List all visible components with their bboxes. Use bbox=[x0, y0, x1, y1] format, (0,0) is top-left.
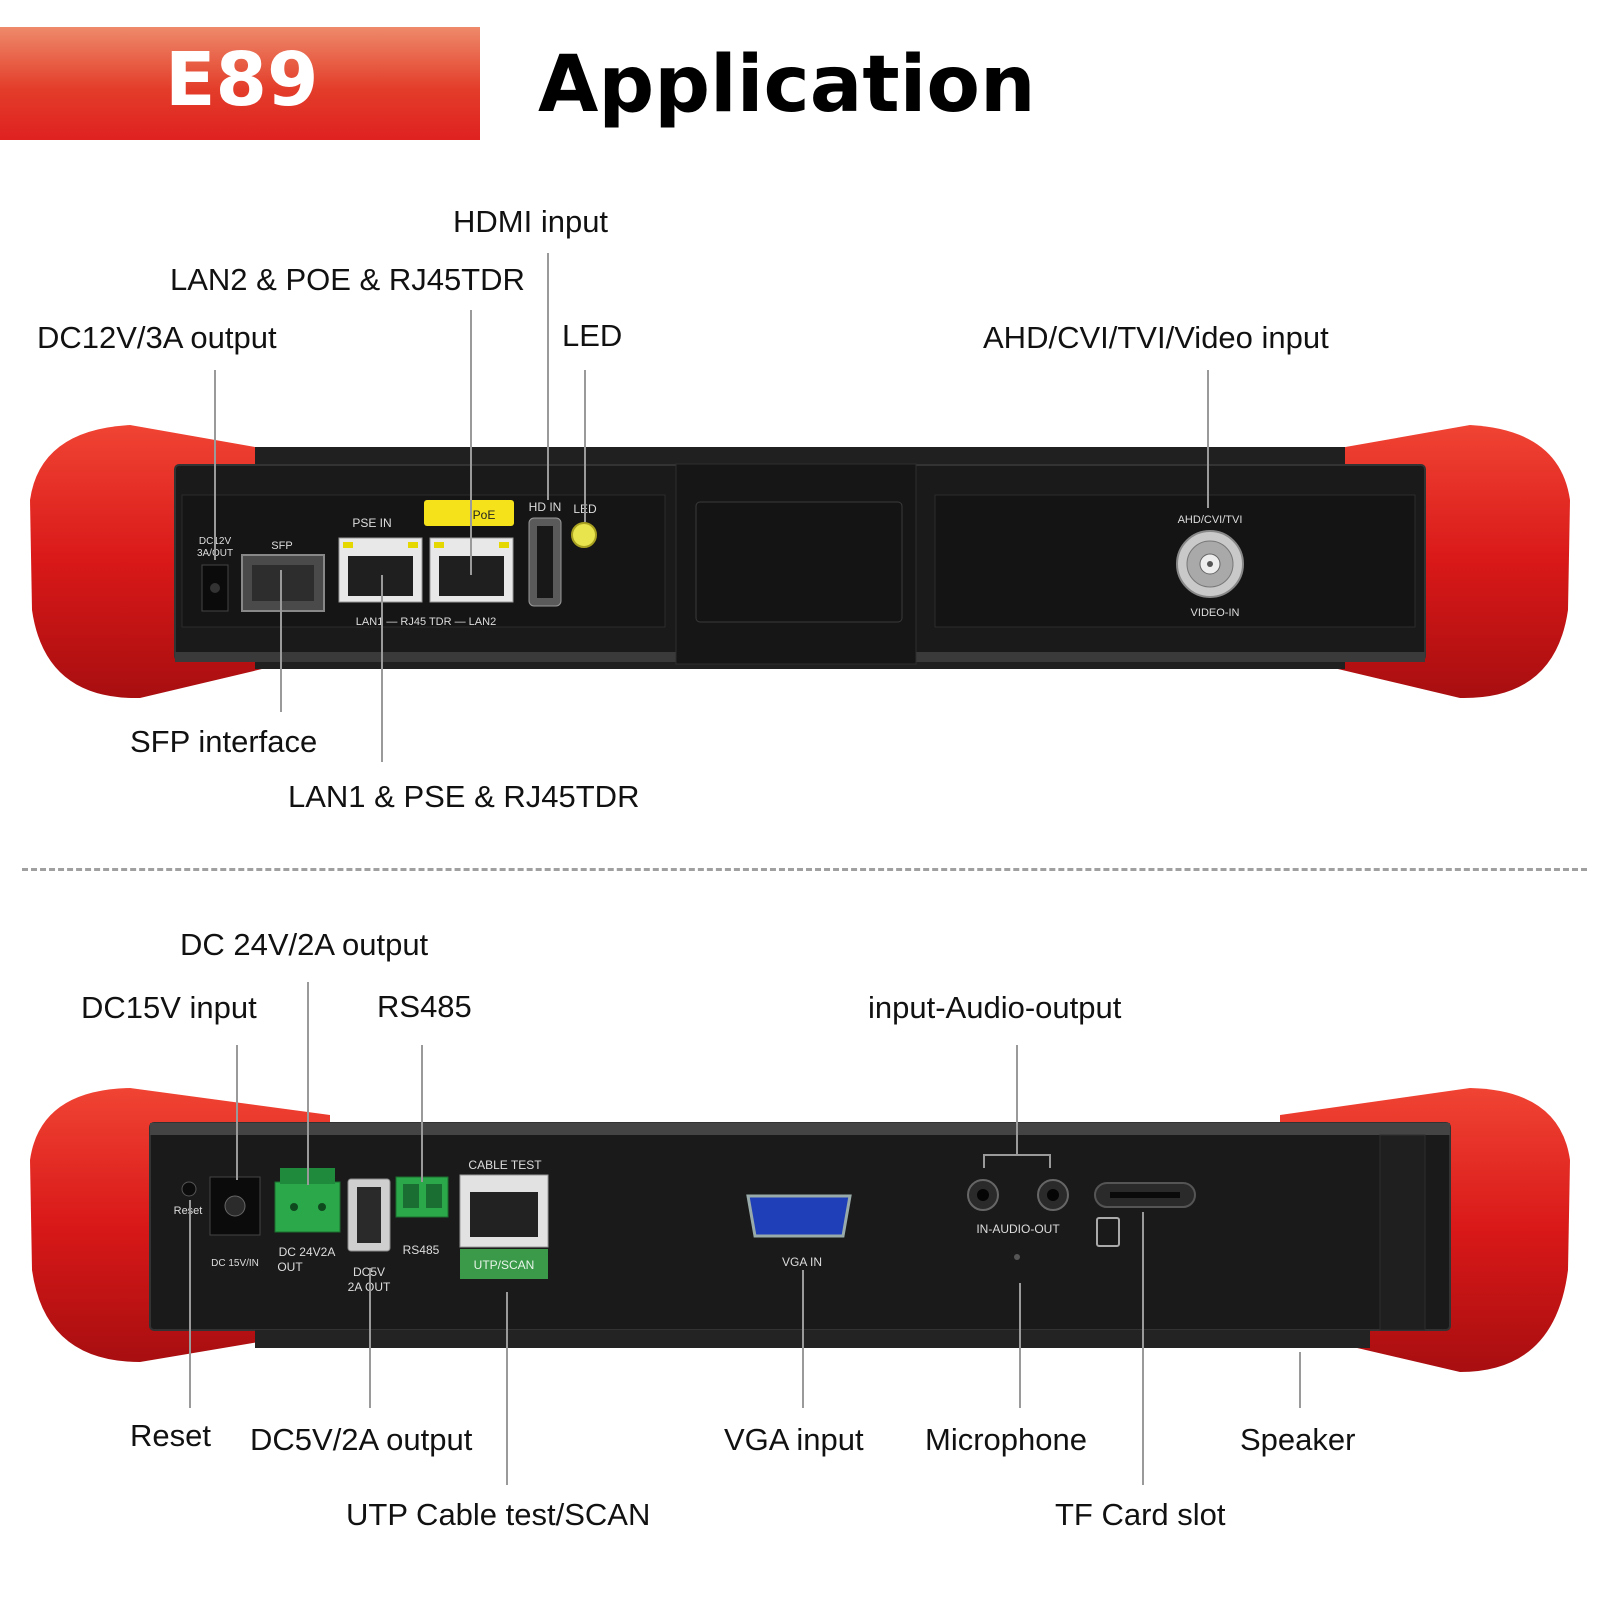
panel-text-video-in: VIDEO-IN bbox=[1191, 607, 1240, 619]
top-device-diagram: DC12V 3A/OUT SFP PSE IN PoE HD IN LED LA… bbox=[30, 253, 1570, 762]
panel-text-rs485: RS485 bbox=[403, 1243, 440, 1257]
label-dc12v: DC12V/3A output bbox=[37, 320, 277, 355]
label-led: LED bbox=[562, 318, 623, 353]
label-ahd: AHD/CVI/TVI/Video input bbox=[983, 320, 1329, 355]
label-sfp: SFP interface bbox=[130, 724, 318, 759]
utp-scan-badge bbox=[460, 1249, 548, 1279]
bottom-leader-lines bbox=[189, 982, 1301, 1485]
section-divider bbox=[22, 868, 1587, 871]
label-tf-card: TF Card slot bbox=[1055, 1497, 1226, 1532]
panel-text-lan-row: LAN1 — RJ45 TDR — LAN2 bbox=[356, 616, 496, 628]
label-hdmi-input: HDMI input bbox=[453, 204, 609, 239]
model-banner bbox=[0, 27, 480, 140]
panel-text-poe: PoE bbox=[473, 508, 496, 522]
panel-text-ahd: AHD/CVI/TVI bbox=[1178, 514, 1243, 526]
label-dc24v: DC 24V/2A output bbox=[180, 927, 429, 962]
label-dc5v: DC5V/2A output bbox=[250, 1422, 473, 1457]
panel-text-hd-in: HD IN bbox=[529, 500, 562, 514]
label-utp: UTP Cable test/SCAN bbox=[346, 1497, 651, 1532]
label-speaker: Speaker bbox=[1240, 1422, 1356, 1457]
vga-port bbox=[746, 1194, 852, 1238]
panel-text-pse-in: PSE IN bbox=[352, 516, 391, 530]
bottom-device-diagram: Reset DC 15V/IN DC 24V2A OUT DC5V 2A OUT… bbox=[30, 982, 1570, 1485]
label-vga: VGA input bbox=[724, 1422, 864, 1457]
label-audio: input-Audio-output bbox=[868, 990, 1122, 1025]
panel-text-vga-in: VGA IN bbox=[782, 1255, 822, 1269]
led-indicator bbox=[571, 522, 597, 548]
dc24v-terminal bbox=[274, 1181, 341, 1233]
label-lan2: LAN2 & POE & RJ45TDR bbox=[170, 262, 525, 297]
panel-text-sfp: SFP bbox=[271, 540, 292, 552]
label-dc15v: DC15V input bbox=[81, 990, 257, 1025]
label-rs485: RS485 bbox=[377, 989, 472, 1024]
panel-text-dc15: DC 15V/IN bbox=[211, 1258, 259, 1269]
label-microphone: Microphone bbox=[925, 1422, 1087, 1457]
panel-text-reset: Reset bbox=[174, 1205, 203, 1217]
panel-text-dc24-2: OUT bbox=[277, 1260, 303, 1274]
model-name: E89 bbox=[165, 37, 319, 123]
poe-badge bbox=[424, 500, 514, 526]
page-title: Application bbox=[538, 40, 1036, 130]
panel-text-cable-test: CABLE TEST bbox=[468, 1158, 542, 1172]
microphone-hole bbox=[1014, 1254, 1020, 1260]
label-lan1: LAN1 & PSE & RJ45TDR bbox=[288, 779, 640, 814]
panel-text-utp-scan: UTP/SCAN bbox=[474, 1258, 535, 1272]
label-reset: Reset bbox=[130, 1418, 211, 1453]
reset-hole bbox=[181, 1181, 197, 1197]
panel-text-dc24-1: DC 24V2A bbox=[279, 1245, 336, 1259]
panel-text-audio: IN-AUDIO-OUT bbox=[976, 1222, 1060, 1236]
top-leader-lines bbox=[214, 253, 1209, 762]
